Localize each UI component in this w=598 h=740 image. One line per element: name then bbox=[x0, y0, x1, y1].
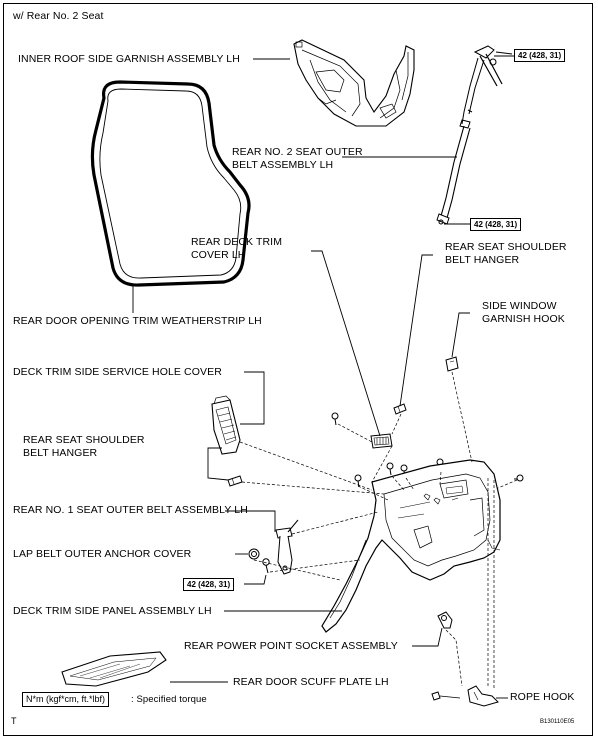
rear-no2-belt-drawing bbox=[436, 45, 513, 225]
scuff-plate-drawing bbox=[61, 651, 167, 687]
label-rear-deck-trim-line2: COVER LH bbox=[191, 249, 246, 261]
lap-belt-cover-drawing bbox=[248, 548, 260, 560]
label-deck-trim-panel: DECK TRIM SIDE PANEL ASSEMBLY LH bbox=[13, 605, 212, 617]
label-shoulder-hanger-left-line1: REAR SEAT SHOULDER bbox=[23, 434, 145, 446]
label-shoulder-hanger-top-line2: BELT HANGER bbox=[445, 254, 520, 266]
label-service-hole-cover: DECK TRIM SIDE SERVICE HOLE COVER bbox=[13, 366, 222, 378]
label-side-window-hook-line1: SIDE WINDOW bbox=[482, 300, 557, 312]
torque-box-top: 42 (428, 31) bbox=[514, 49, 566, 62]
label-shoulder-hanger-top-line1: REAR SEAT SHOULDER bbox=[445, 241, 567, 253]
label-inner-roof-garnish: INNER ROOF SIDE GARNISH ASSEMBLY LH bbox=[18, 53, 240, 65]
rope-hook-drawing bbox=[431, 685, 499, 707]
rear-deck-trim-cover-drawing bbox=[370, 433, 393, 449]
rear-no1-belt-drawing bbox=[262, 519, 299, 575]
label-lap-belt-cover: LAP BELT OUTER ANCHOR COVER bbox=[13, 548, 192, 560]
label-shoulder-hanger-left-line2: BELT HANGER bbox=[23, 447, 98, 459]
figure-id: B130110E05 bbox=[540, 719, 575, 725]
label-rear-no2-belt-line1: REAR NO. 2 SEAT OUTER bbox=[232, 146, 363, 158]
torque-unit-legend-box: N*m (kgf*cm, ft.*lbf) bbox=[22, 692, 110, 707]
service-hole-cover-drawing bbox=[211, 395, 241, 455]
alignment-dashed-lines bbox=[239, 371, 518, 690]
torque-box-left: 42 (428, 31) bbox=[183, 578, 235, 591]
weatherstrip-drawing bbox=[90, 80, 251, 287]
inner-roof-garnish-drawing bbox=[293, 39, 415, 127]
label-side-window-hook-line2: GARNISH HOOK bbox=[482, 313, 565, 325]
label-scuff-plate: REAR DOOR SCUFF PLATE LH bbox=[233, 676, 389, 688]
label-rope-hook: ROPE HOOK bbox=[510, 691, 575, 703]
power-point-drawing bbox=[437, 611, 453, 629]
deck-trim-panel-drawing bbox=[321, 459, 501, 633]
label-rear-no2-belt-line2: BELT ASSEMBLY LH bbox=[232, 159, 334, 171]
variant-note: w/ Rear No. 2 Seat bbox=[13, 10, 104, 22]
label-weatherstrip: REAR DOOR OPENING TRIM WEATHERSTRIP LH bbox=[13, 315, 262, 327]
torque-box-middle: 42 (428, 31) bbox=[470, 218, 522, 231]
figure-frame bbox=[3, 3, 593, 736]
torque-unit-legend-text: : Specified torque bbox=[131, 694, 207, 705]
footer-mark: T bbox=[11, 716, 17, 726]
label-power-point: REAR POWER POINT SOCKET ASSEMBLY bbox=[184, 640, 398, 652]
label-rear-no1-belt: REAR NO. 1 SEAT OUTER BELT ASSEMBLY LH bbox=[13, 504, 248, 516]
label-rear-deck-trim-line1: REAR DECK TRIM bbox=[191, 236, 283, 248]
leader-lines bbox=[132, 55, 514, 699]
